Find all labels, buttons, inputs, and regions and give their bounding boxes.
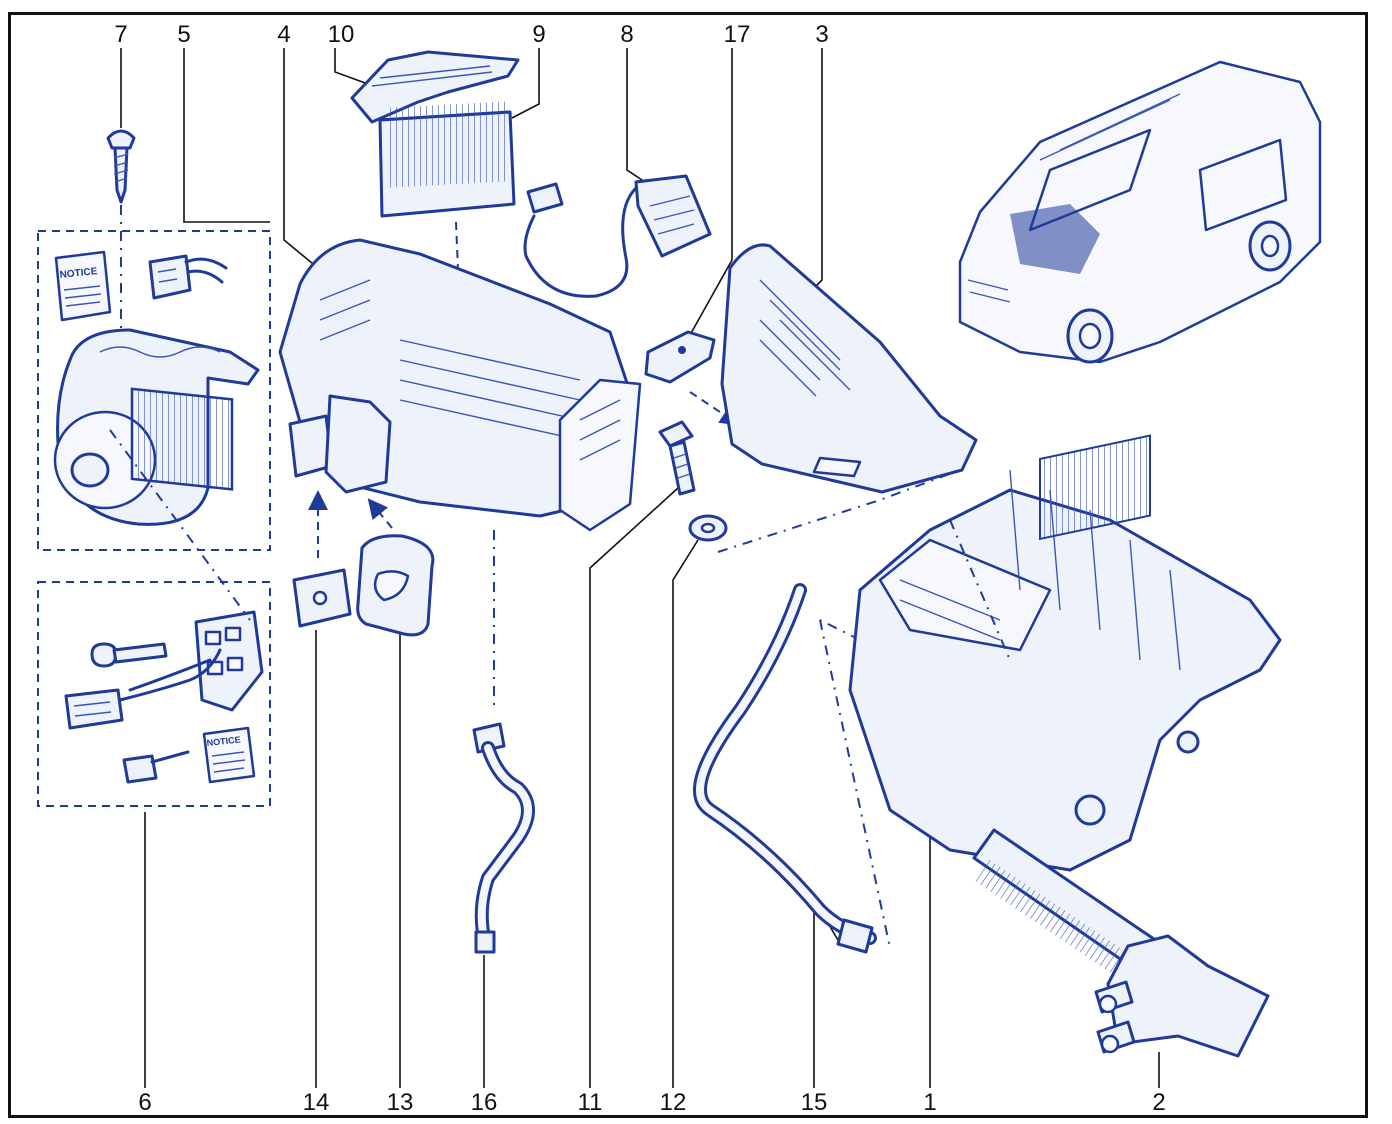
label-2: 2 bbox=[1152, 1089, 1166, 1116]
label-16: 16 bbox=[470, 1089, 498, 1116]
diagram-frame bbox=[8, 12, 1368, 1118]
bolt-11 bbox=[658, 420, 696, 496]
screw-7 bbox=[106, 129, 136, 204]
label-7: 7 bbox=[114, 21, 128, 48]
pollen-filter-9 bbox=[378, 101, 516, 218]
sensor-8 bbox=[523, 174, 712, 298]
label-6: 6 bbox=[138, 1089, 152, 1116]
leader-lines bbox=[120, 48, 1160, 1088]
heater-unit-4 bbox=[278, 238, 642, 532]
notice-text-6: NOTICE bbox=[206, 734, 241, 748]
label-15: 15 bbox=[800, 1089, 828, 1116]
cover-10 bbox=[350, 50, 520, 124]
label-9: 9 bbox=[532, 21, 546, 48]
label-3: 3 bbox=[815, 21, 829, 48]
drain-tube-16 bbox=[472, 722, 535, 954]
heater-matrix-2 bbox=[972, 828, 1270, 1058]
label-8: 8 bbox=[620, 21, 634, 48]
label-4: 4 bbox=[277, 21, 291, 48]
label-1: 1 bbox=[923, 1089, 937, 1116]
expansion-valve-14 bbox=[292, 568, 352, 628]
kit-6-box bbox=[37, 581, 271, 807]
label-11: 11 bbox=[577, 1089, 603, 1116]
kit-6-parts: NOTICE bbox=[64, 610, 264, 784]
kit-5-box bbox=[37, 230, 271, 551]
label-14: 14 bbox=[302, 1089, 330, 1116]
housing-cover-3 bbox=[720, 243, 978, 494]
kit-5-parts: NOTICE bbox=[53, 250, 260, 526]
notice-text-5: NOTICE bbox=[59, 266, 98, 281]
label-5: 5 bbox=[177, 21, 191, 48]
label-13: 13 bbox=[386, 1089, 414, 1116]
hose-15 bbox=[693, 583, 877, 954]
bracket-17 bbox=[644, 330, 716, 384]
label-17: 17 bbox=[723, 21, 751, 48]
heater-housing-1 bbox=[848, 434, 1282, 872]
label-10: 10 bbox=[327, 21, 355, 48]
seal-pad-13 bbox=[356, 534, 435, 637]
label-12: 12 bbox=[659, 1089, 687, 1116]
washer-12 bbox=[688, 514, 728, 542]
vehicle-illustration bbox=[958, 60, 1322, 364]
